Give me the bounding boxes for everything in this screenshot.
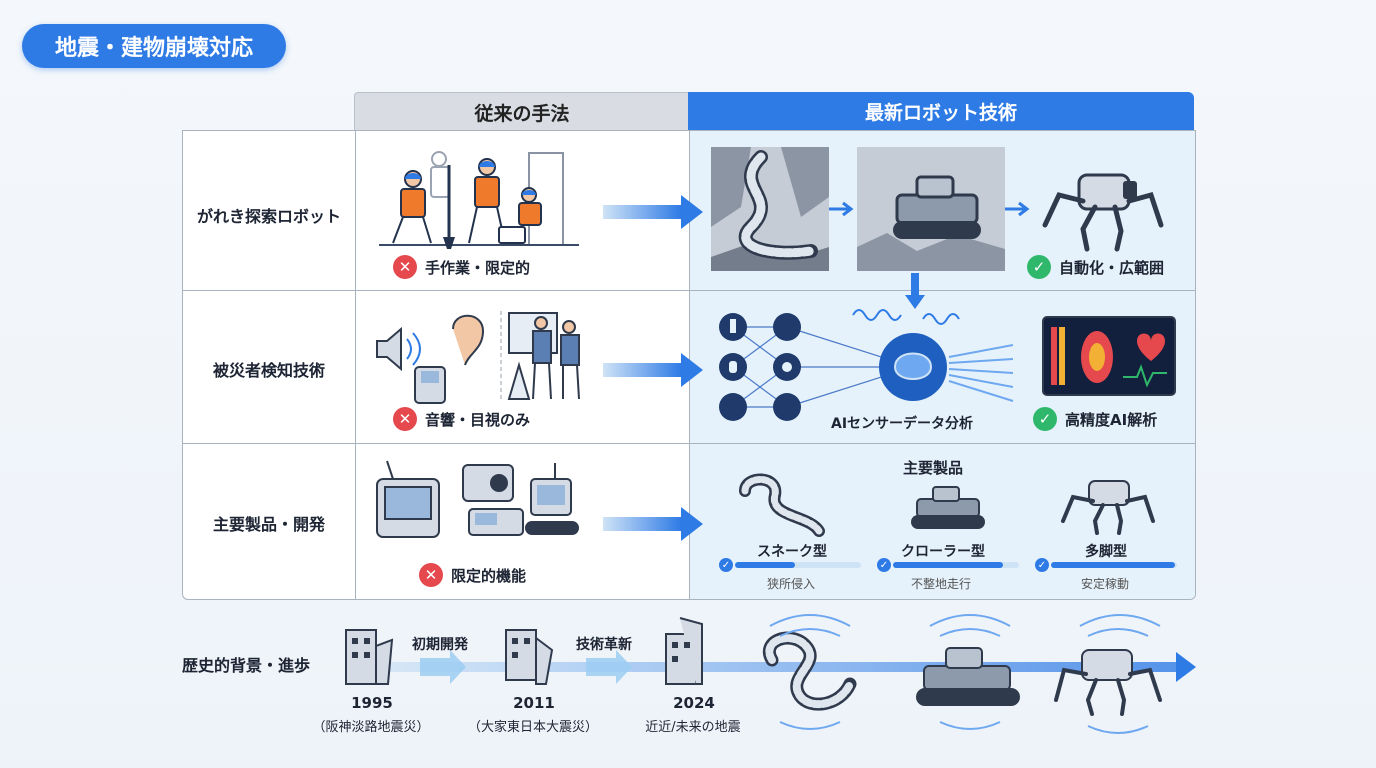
new-badge-row1: ✓ 自動化・広範囲 — [1027, 255, 1164, 279]
new-badge-row2-label: 高精度AI解析 — [1065, 410, 1158, 429]
row-divider — [183, 290, 1195, 291]
arrow-right-icon — [603, 507, 703, 541]
row-label-rubble-robot: がれき探索ロボット — [196, 207, 341, 226]
check-icon: ✓ — [1033, 407, 1057, 431]
ai-sensor-caption: AIセンサーデータ分析 — [831, 416, 974, 432]
check-icon: ✓ — [877, 558, 891, 572]
close-icon: ✕ — [393, 407, 417, 431]
crawler-robot-icon — [911, 486, 985, 529]
products-title: 主要製品 — [903, 459, 964, 477]
product-legged-desc: 安定稼動 — [1081, 577, 1130, 591]
legged-robot-icon — [1061, 480, 1155, 535]
page-title: 地震・建物崩壊対応 — [54, 36, 253, 61]
timeline-graphic — [345, 614, 1196, 734]
close-icon: ✕ — [419, 563, 443, 587]
snake-robot-rubble-image — [711, 147, 829, 271]
timeline-year-2024: 2024 — [673, 694, 715, 712]
timeline-year-1995: 1995 — [351, 694, 393, 712]
header-old-methods: 従来の手法 — [354, 92, 690, 131]
comparison-table: がれき探索ロボット 被災者検知技術 主要製品・開発 ✕ 手作業・限定的 — [182, 130, 1196, 600]
workers-illustration — [379, 151, 579, 249]
row-label-products: 主要製品・開発 — [212, 515, 325, 534]
arrow-small-icon — [829, 201, 854, 217]
brain-icon — [894, 352, 933, 380]
timeline-label: 歴史的背景・進歩 — [182, 656, 311, 675]
snake-robot-icon — [739, 473, 825, 537]
new-badge-row1-label: 自動化・広範囲 — [1059, 258, 1165, 277]
product-legged-name: 多脚型 — [1085, 544, 1127, 560]
ai-sensor-network — [719, 309, 1014, 421]
legged-robot-image — [1042, 173, 1164, 252]
timeline-desc-2024: 近近/未来の地震 — [645, 720, 741, 735]
crawler-robot-icon — [916, 614, 1020, 730]
column-divider — [355, 131, 356, 599]
row-label-victim-detection: 被災者検知技術 — [212, 361, 325, 380]
crawler-robot-rubble-image — [857, 147, 1005, 271]
legged-robot-icon — [1054, 614, 1162, 734]
row-divider — [183, 443, 1195, 444]
timeline-step-initial: 初期開発 — [412, 637, 468, 653]
header-old-label: 従来の手法 — [474, 102, 570, 125]
timeline-desc-2011: （大家東日本大震災） — [467, 720, 598, 735]
old-badge-row1: ✕ 手作業・限定的 — [393, 255, 530, 279]
check-icon: ✓ — [719, 558, 733, 572]
new-badge-row2: ✓ 高精度AI解析 — [1033, 407, 1157, 431]
product-snake-bar — [735, 562, 861, 568]
old-badge-row2-label: 音響・目視のみ — [425, 410, 531, 429]
old-badge-row2: ✕ 音響・目視のみ — [393, 407, 530, 431]
timeline-step-innovation: 技術革新 — [576, 637, 632, 653]
thermal-scan-monitor — [1042, 316, 1176, 396]
header-new-tech: 最新ロボット技術 — [688, 92, 1194, 130]
category-pill: 地震・建物崩壊対応 — [22, 24, 286, 68]
timeline-year-2011: 2011 — [513, 694, 555, 712]
acoustic-visual-illustration — [376, 311, 580, 404]
arrow-small-icon — [1005, 201, 1030, 217]
arrow-right-icon — [603, 353, 703, 387]
timeline-desc-1995: （阪神淡路地震災） — [312, 720, 430, 735]
check-icon: ✓ — [1027, 255, 1051, 279]
product-crawler-name: クローラー型 — [901, 544, 985, 560]
product-crawler-desc: 不整地走行 — [911, 577, 972, 591]
legacy-devices-illustration — [376, 460, 579, 538]
building-icon — [345, 617, 703, 685]
snake-robot-icon — [763, 614, 857, 730]
product-crawler-bar — [893, 562, 1019, 568]
check-icon: ✓ — [1035, 558, 1049, 572]
old-badge-row3-label: 限定的機能 — [451, 566, 527, 585]
old-badge-row1-label: 手作業・限定的 — [425, 258, 531, 277]
product-snake-desc: 狭所侵入 — [767, 577, 816, 591]
product-legged-bar — [1051, 562, 1177, 568]
product-snake-name: スネーク型 — [757, 544, 827, 560]
old-badge-row3: ✕ 限定的機能 — [419, 563, 526, 587]
arrow-down-icon — [905, 273, 925, 309]
arrow-right-icon — [603, 195, 703, 229]
header-new-label: 最新ロボット技術 — [864, 101, 1017, 124]
close-icon: ✕ — [393, 255, 417, 279]
